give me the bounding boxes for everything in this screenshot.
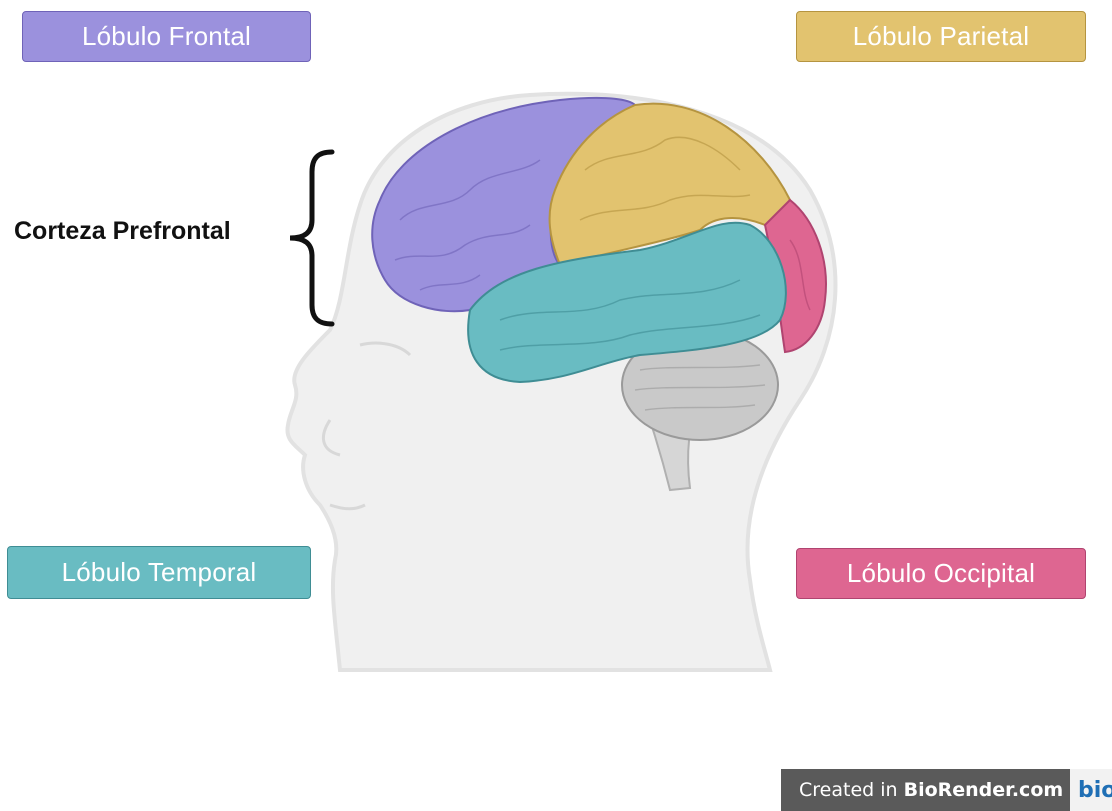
prefrontal-cortex-label: Corteza Prefrontal: [14, 217, 231, 246]
occipital-lobe-label: Lóbulo Occipital: [796, 548, 1086, 599]
frontal-lobe-label: Lóbulo Frontal: [22, 11, 311, 62]
parietal-lobe-label: Lóbulo Parietal: [796, 11, 1086, 62]
credit-brand: BioRender.com: [904, 779, 1064, 801]
temporal-lobe-label: Lóbulo Temporal: [7, 546, 311, 599]
biorender-credit-badge[interactable]: Created in BioRender.com bio: [781, 769, 1112, 811]
prefrontal-brace: [290, 152, 332, 324]
credit-prefix: Created in: [799, 779, 904, 801]
biorender-logo-icon: bio: [1070, 769, 1112, 811]
credit-text: Created in BioRender.com: [781, 779, 1063, 801]
